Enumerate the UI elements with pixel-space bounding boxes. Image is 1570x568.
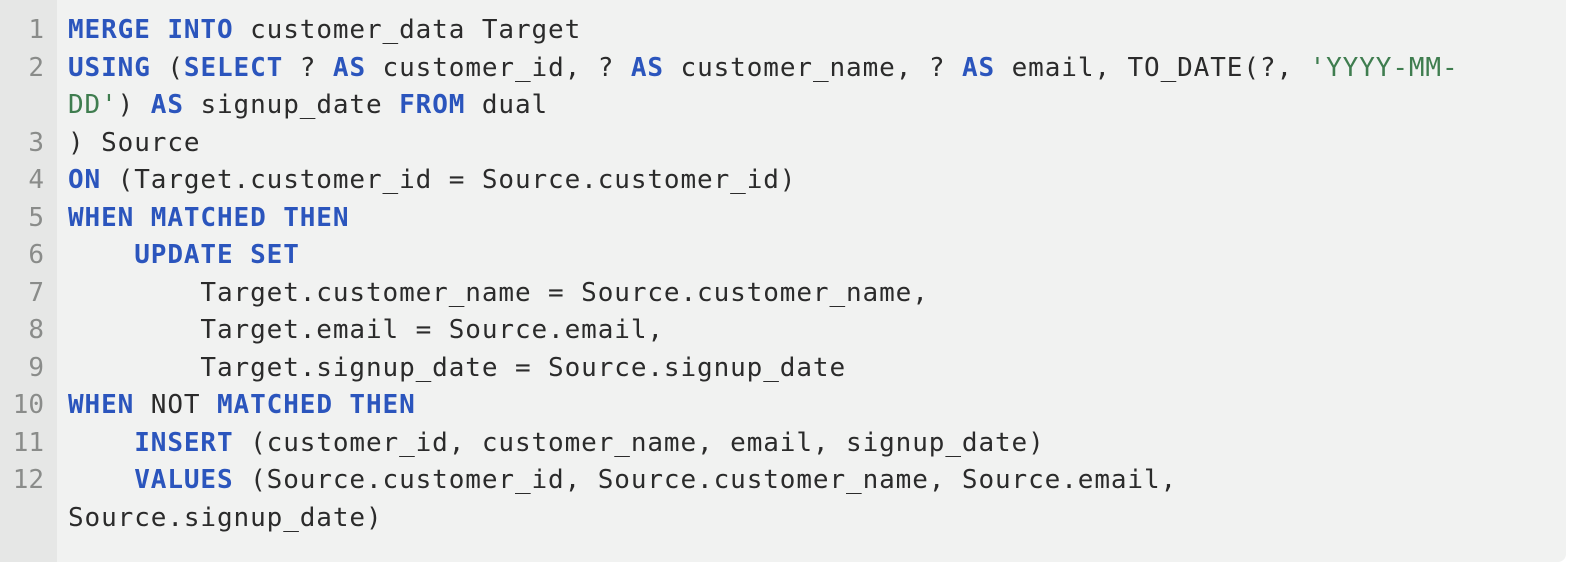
code-token: email, TO_DATE(?, (995, 52, 1310, 83)
sql-keyword: MATCHED THEN (217, 390, 416, 420)
code-line: 1 MERGE INTO customer_data Target (0, 12, 1566, 50)
code-token: ) (117, 90, 151, 120)
line-text: WHEN MATCHED THEN (68, 200, 349, 238)
code-token: Source.signup_date) (68, 502, 383, 533)
line-number-gutter (0, 0, 57, 562)
code-token: ? (283, 52, 333, 83)
line-text: MERGE INTO customer_data Target (68, 12, 581, 50)
string-literal: DD' (68, 90, 118, 120)
code-token: signup_date (183, 90, 400, 120)
sql-keyword: AS (150, 90, 184, 120)
line-number: 4 (28, 165, 44, 195)
code-line: 12 VALUES (Source.customer_id, Source.cu… (0, 462, 1566, 500)
sql-keyword: UPDATE SET (134, 240, 300, 270)
code-token (68, 428, 134, 458)
sql-keyword: INSERT (134, 427, 234, 458)
line-text: VALUES (Source.customer_id, Source.custo… (68, 462, 1177, 500)
sql-keyword: VALUES (134, 465, 234, 495)
sql-keyword: MERGE INTO (68, 15, 234, 45)
code-line-wrap: DD') AS signup_date FROM dual (0, 87, 1566, 125)
code-token: (customer_id, customer_name, email, sign… (233, 427, 1045, 458)
sql-keyword: WHEN (68, 390, 135, 420)
sql-keyword: FROM (399, 90, 466, 120)
line-text: DD') AS signup_date FROM dual (68, 87, 548, 125)
code-token: Target.signup_date = Source.signup_date (68, 352, 847, 383)
code-line: 4 ON (Target.customer_id = Source.custome… (0, 162, 1566, 200)
sql-keyword: AS (332, 52, 366, 83)
sql-keyword: SELECT (183, 52, 284, 83)
code-token (68, 465, 134, 495)
line-text: USING (SELECT ? AS customer_id, ? AS cus… (68, 50, 1459, 88)
sql-keyword: ON (68, 165, 102, 195)
code-line: 10 WHEN NOT MATCHED THEN (0, 387, 1566, 425)
code-line: 5 WHEN MATCHED THEN (0, 200, 1566, 238)
line-number: 7 (28, 277, 44, 308)
line-number: 1 (28, 15, 44, 45)
code-token: ) Source (68, 127, 201, 158)
line-text: Target.customer_name = Source.customer_n… (68, 275, 929, 313)
line-number: 8 (28, 315, 44, 345)
line-number: 9 (28, 352, 44, 383)
code-token: ( (150, 52, 184, 83)
code-token: dual (465, 90, 549, 120)
code-token: Target.email = Source.email, (68, 315, 664, 345)
code-line: 2 USING (SELECT ? AS customer_id, ? AS cu… (0, 50, 1566, 88)
code-line: 8 Target.email = Source.email, (0, 312, 1566, 350)
sql-keyword: WHEN MATCHED THEN (68, 202, 350, 233)
code-line: 11 INSERT (customer_id, customer_name, e… (0, 425, 1566, 463)
line-text: INSERT (customer_id, customer_name, emai… (68, 425, 1045, 463)
line-text: Source.signup_date) (68, 500, 383, 538)
code-line: 9 Target.signup_date = Source.signup_dat… (0, 350, 1566, 388)
code-line: 3 ) Source (0, 125, 1566, 163)
line-number: 12 (12, 465, 44, 495)
code-token: customer_data Target (233, 15, 582, 45)
code-token: customer_name, ? (663, 52, 962, 83)
sql-keyword: AS (630, 52, 664, 83)
code-token: NOT (134, 390, 217, 420)
code-line-wrap: Source.signup_date) (0, 500, 1566, 538)
code-token: (Source.customer_id, Source.customer_nam… (233, 465, 1178, 495)
string-literal: 'YYYY-MM- (1309, 52, 1459, 83)
line-number: 11 (12, 427, 44, 458)
sql-keyword: USING (68, 52, 151, 83)
line-text: Target.email = Source.email, (68, 312, 664, 350)
code-area[interactable]: 1 MERGE INTO customer_data Target 2 USING (… (0, 12, 1566, 537)
code-token: customer_id, ? (366, 52, 631, 83)
line-number: 2 (28, 52, 44, 83)
sql-keyword: AS (961, 52, 996, 83)
line-number: 3 (28, 127, 44, 158)
line-text: ON (Target.customer_id = Source.customer… (68, 162, 796, 200)
code-line: 6 UPDATE SET (0, 237, 1566, 275)
line-number: 10 (12, 390, 44, 420)
line-text: UPDATE SET (68, 237, 300, 275)
line-number: 6 (28, 240, 44, 270)
code-token (68, 240, 134, 270)
code-line: 7 Target.customer_name = Source.customer… (0, 275, 1566, 313)
code-token: (Target.customer_id = Source.customer_id… (101, 165, 797, 195)
line-text: Target.signup_date = Source.signup_date (68, 350, 846, 388)
line-text: WHEN NOT MATCHED THEN (68, 387, 416, 425)
line-text: ) Source (68, 125, 200, 163)
line-number: 5 (28, 202, 44, 233)
code-token: Target.customer_name = Source.customer_n… (68, 277, 929, 308)
